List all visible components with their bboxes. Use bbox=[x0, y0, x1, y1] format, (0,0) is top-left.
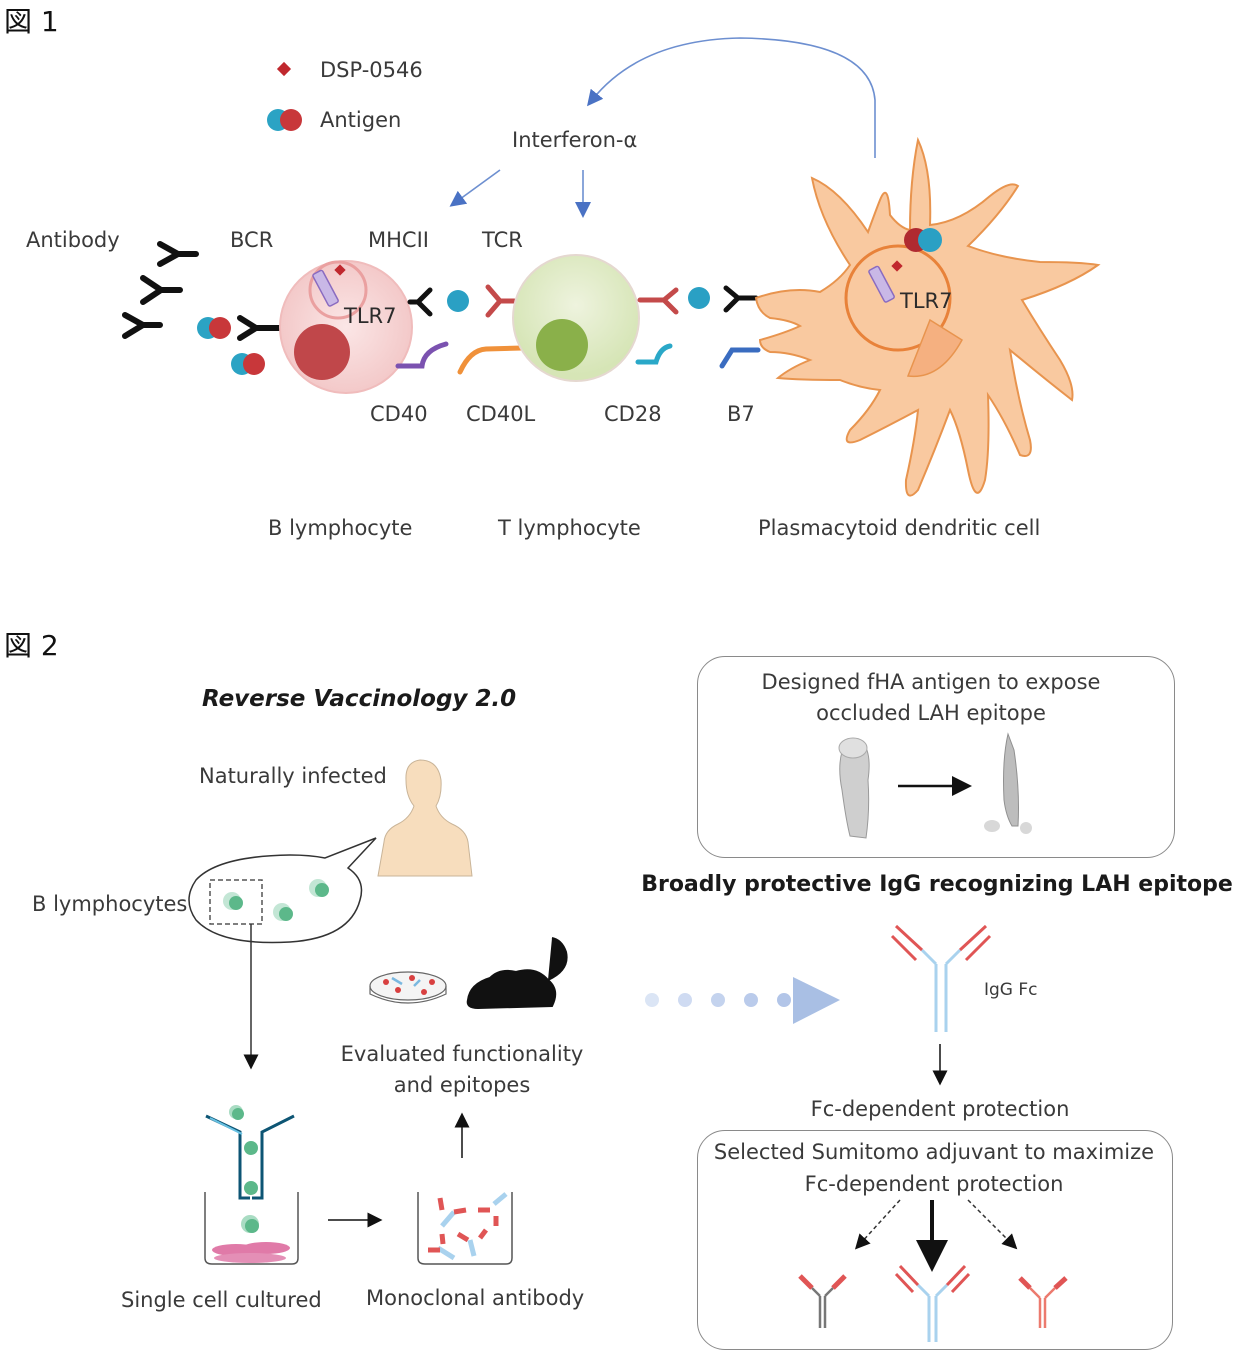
progression-arrow bbox=[645, 977, 840, 1024]
antibody-icon bbox=[122, 241, 199, 339]
mouse-icon bbox=[466, 937, 568, 1010]
adjuvant-line-1: Selected Sumitomo adjuvant to maximize bbox=[713, 1140, 1155, 1164]
fha-antigen-after-icon bbox=[984, 732, 1032, 834]
reverse-vaccinology-title: Reverse Vaccinology 2.0 bbox=[202, 686, 517, 712]
adjuvant-line-2: Fc-dependent protection bbox=[804, 1172, 1064, 1196]
broadly-protective-heading: Broadly protective IgG recognizing LAH e… bbox=[641, 872, 1233, 897]
mhcii-receptor bbox=[407, 287, 433, 317]
b7-label: B7 bbox=[727, 402, 755, 426]
figure-1-diagram bbox=[122, 37, 1101, 497]
ifn-to-b-arrow bbox=[449, 169, 501, 207]
t-lymphocyte-label: T lymphocyte bbox=[498, 516, 641, 540]
tlr7-receptor-b bbox=[312, 269, 339, 307]
antibody-label: Antibody bbox=[26, 228, 120, 252]
monoclonal-antibody-label: Monoclonal antibody bbox=[366, 1286, 585, 1310]
b-lymphocytes-label: B lymphocytes bbox=[32, 892, 188, 916]
cell-sorter-icon bbox=[205, 1105, 295, 1200]
fha-antigen-before-icon bbox=[838, 737, 870, 839]
antibody-red-icon bbox=[1018, 1276, 1068, 1328]
speech-bubble bbox=[188, 837, 377, 944]
tlr7-pdc-label: TLR7 bbox=[900, 289, 953, 313]
tcr-label: TCR bbox=[482, 228, 523, 252]
feedback-arrow bbox=[586, 37, 876, 158]
tlr7-b-cell-label: TLR7 bbox=[344, 304, 397, 328]
antibody-gray-icon bbox=[798, 1274, 847, 1328]
tcr-receptor bbox=[485, 284, 517, 318]
fc-dependent-protection-label: Fc-dependent protection bbox=[810, 1097, 1070, 1121]
dsp-0546-diamond-icon bbox=[276, 61, 292, 77]
culture-well-icon bbox=[204, 1192, 299, 1265]
igg-fc-label: IgG Fc bbox=[984, 980, 1038, 1000]
designed-antigen-box bbox=[697, 656, 1175, 858]
antibody-well-icon bbox=[417, 1192, 513, 1265]
figure-1-label: 図 1 bbox=[4, 5, 59, 38]
legend-dsp-0546-label: DSP-0546 bbox=[320, 58, 423, 82]
cd40l-label: CD40L bbox=[466, 402, 536, 426]
selection-box bbox=[209, 879, 263, 925]
evaluated-line-1: Evaluated functionality bbox=[340, 1042, 584, 1066]
pdc-label: Plasmacytoid dendritic cell bbox=[758, 516, 1041, 540]
antigen-legend-icon bbox=[267, 109, 302, 131]
igg-antibody-icon bbox=[890, 924, 992, 1032]
designed-antigen-line-2: occluded LAH epitope bbox=[816, 701, 1046, 725]
petri-dish-icon bbox=[369, 971, 447, 1004]
b-cell-icon bbox=[223, 879, 329, 921]
cd40-label: CD40 bbox=[370, 402, 428, 426]
bcr-label: BCR bbox=[230, 228, 274, 252]
evaluated-line-2: and epitopes bbox=[393, 1073, 531, 1097]
mhcii-label: MHCII bbox=[368, 228, 429, 252]
peptide-icon bbox=[688, 287, 710, 309]
cd40-receptor bbox=[395, 341, 449, 369]
tcr-receptor-right bbox=[637, 287, 679, 315]
figure-2-label: 図 2 bbox=[4, 629, 59, 662]
tlr7-receptor-pdc bbox=[868, 265, 895, 303]
designed-antigen-line-1: Designed fHA antigen to expose bbox=[761, 670, 1101, 694]
naturally-infected-label: Naturally infected bbox=[199, 764, 387, 788]
mhcii-receptor-pdc bbox=[723, 285, 759, 313]
bcr-receptor bbox=[237, 315, 285, 341]
b-lymphocyte-label: B lymphocyte bbox=[268, 516, 413, 540]
plasmacytoid-dendritic-cell bbox=[754, 136, 1101, 497]
antibody-blue-icon bbox=[894, 1264, 971, 1342]
dashed-arrow-left bbox=[854, 1199, 901, 1250]
cd28-receptor bbox=[635, 343, 673, 365]
cd40l-ligand bbox=[457, 345, 525, 375]
peptide-icon bbox=[447, 290, 469, 312]
dashed-arrow-right bbox=[967, 1199, 1018, 1250]
human-icon bbox=[377, 759, 473, 877]
b7-ligand bbox=[719, 347, 761, 369]
b-lymphocyte-cell bbox=[279, 260, 413, 394]
interferon-alpha-label: Interferon-α bbox=[512, 128, 638, 152]
t-lymphocyte-cell bbox=[512, 254, 640, 382]
single-cell-cultured-label: Single cell cultured bbox=[121, 1288, 322, 1312]
legend-antigen-label: Antigen bbox=[320, 108, 402, 132]
cd28-label: CD28 bbox=[604, 402, 662, 426]
antigen-icon bbox=[197, 317, 265, 375]
